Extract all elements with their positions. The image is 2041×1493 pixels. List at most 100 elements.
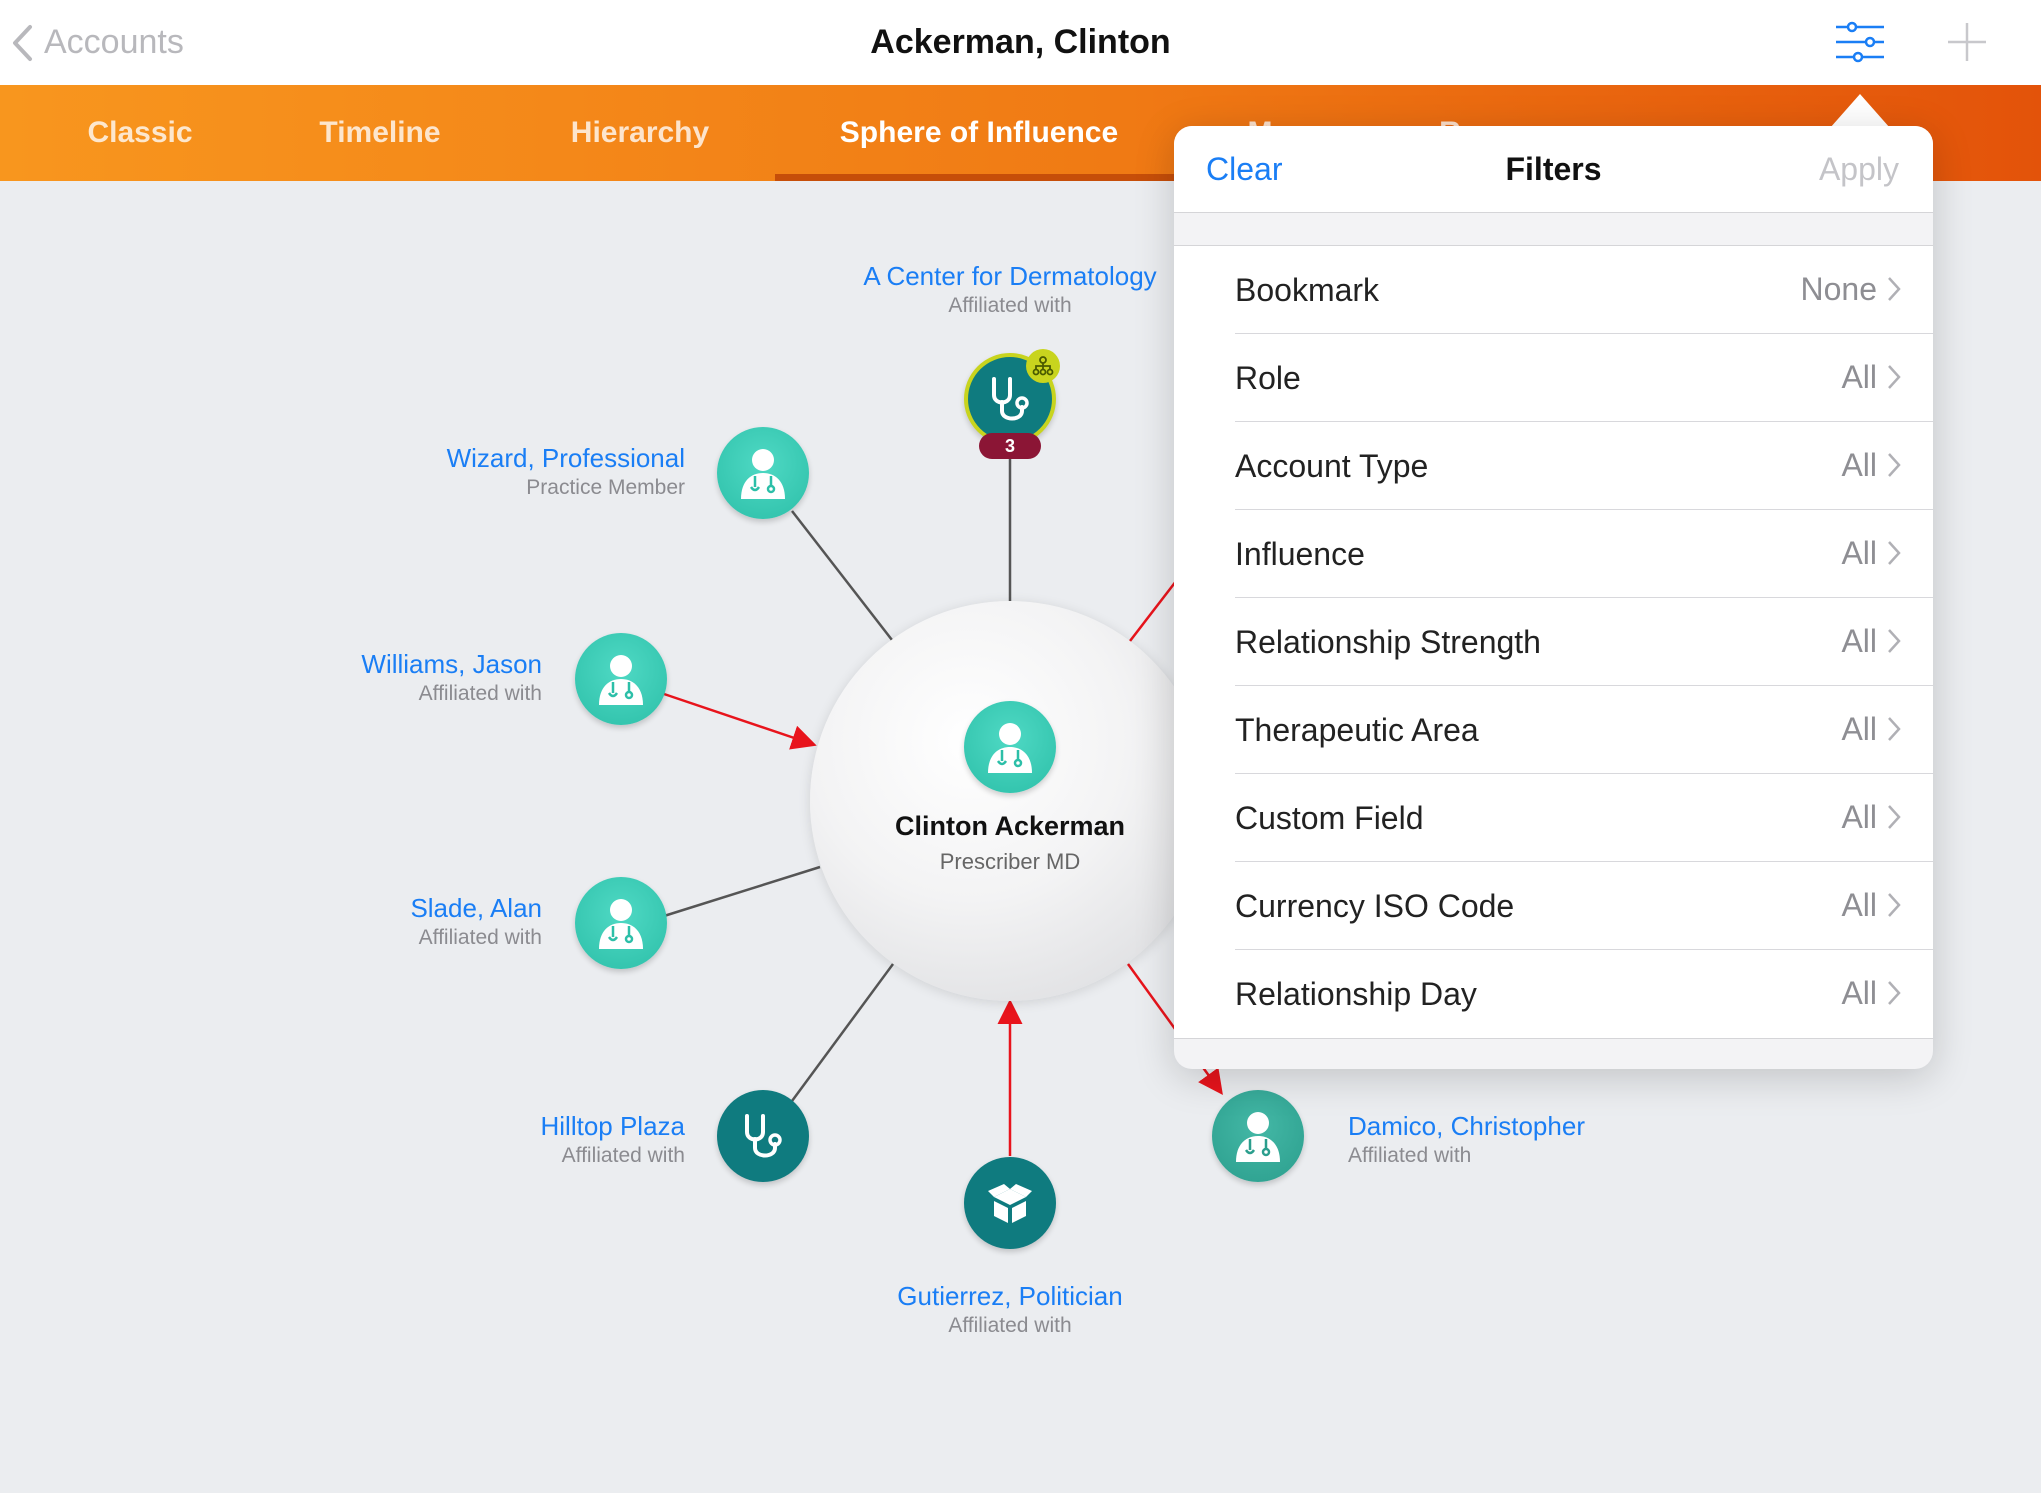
filter-label: Relationship Day — [1235, 976, 1477, 1012]
stethoscope-icon — [745, 1114, 782, 1158]
doctor-icon — [599, 655, 643, 705]
doctor-icon — [988, 723, 1032, 773]
row-divider — [1235, 949, 1933, 950]
tab-classic[interactable]: Classic — [87, 116, 193, 149]
tab-timeline[interactable]: Timeline — [319, 116, 441, 149]
row-divider — [1235, 597, 1933, 598]
node-name[interactable]: Gutierrez, Politician — [897, 1281, 1123, 1311]
filter-sliders-icon — [1836, 21, 1884, 63]
filters-popover: Clear Filters Apply Bookmark None Role A… — [1174, 126, 1933, 1069]
chevron-right-icon — [1888, 893, 1901, 917]
filter-label: Therapeutic Area — [1235, 712, 1479, 748]
filter-row-account-type[interactable]: Account Type All — [1174, 422, 1933, 510]
filter-button[interactable] — [1830, 17, 1890, 67]
chevron-right-icon — [1888, 365, 1901, 389]
line-hilltop — [790, 963, 895, 1102]
filter-value-text: All — [1841, 975, 1877, 1011]
node-role: Affiliated with — [948, 294, 1072, 317]
apply-button[interactable]: Apply — [1818, 151, 1899, 187]
tab-hierarchy[interactable]: Hierarchy — [570, 116, 710, 149]
line-hidden-right — [1129, 575, 1181, 642]
back-button[interactable]: Accounts — [10, 0, 184, 85]
box-icon — [988, 1184, 1032, 1223]
node-label-hilltop: Hilltop Plaza Affiliated with — [385, 1111, 685, 1168]
filter-list: Bookmark None Role All Account Type All … — [1174, 245, 1933, 1039]
node-label-wizard: Wizard, Professional Practice Member — [385, 443, 685, 500]
filter-value: All — [1841, 598, 1901, 684]
node-role: Affiliated with — [948, 1314, 1072, 1337]
filter-label: Custom Field — [1235, 800, 1424, 836]
filter-value: All — [1841, 862, 1901, 948]
tab-sphere-of-influence[interactable]: Sphere of Influence — [775, 85, 1183, 181]
filter-value: None — [1801, 246, 1902, 332]
node-role: Affiliated with — [1348, 1144, 1472, 1167]
filter-label: Account Type — [1235, 448, 1429, 484]
filter-row-bookmark[interactable]: Bookmark None — [1174, 246, 1933, 334]
row-divider — [1235, 685, 1933, 686]
node-name[interactable]: A Center for Dermatology — [863, 261, 1157, 291]
filter-row-role[interactable]: Role All — [1174, 334, 1933, 422]
filter-label: Role — [1235, 360, 1301, 396]
hierarchy-icon — [1032, 356, 1054, 376]
filter-value-text: All — [1841, 359, 1877, 395]
chevron-right-icon — [1888, 541, 1901, 565]
center-hub[interactable]: Clinton Ackerman Prescriber MD — [810, 601, 1210, 1001]
popover-arrow — [1830, 94, 1890, 128]
filter-row-therapeutic-area[interactable]: Therapeutic Area All — [1174, 686, 1933, 774]
back-label: Accounts — [44, 23, 184, 61]
node-hilltop[interactable] — [717, 1090, 809, 1182]
node-label-dermatology: A Center for Dermatology Affiliated with — [860, 261, 1160, 318]
filter-row-relationship-day[interactable]: Relationship Day All — [1174, 950, 1933, 1038]
chevron-right-icon — [1888, 277, 1901, 301]
node-name[interactable]: Hilltop Plaza — [540, 1111, 685, 1141]
filter-label: Relationship Strength — [1235, 624, 1541, 660]
filter-value: All — [1841, 950, 1901, 1036]
filter-value-text: All — [1841, 447, 1877, 483]
chevron-right-icon — [1888, 717, 1901, 741]
filter-row-currency-iso-code[interactable]: Currency ISO Code All — [1174, 862, 1933, 950]
connection-lines — [663, 443, 1223, 1156]
hub-subtitle: Prescriber MD — [939, 849, 1081, 874]
filter-row-custom-field[interactable]: Custom Field All — [1174, 774, 1933, 862]
filter-label: Bookmark — [1235, 272, 1380, 308]
node-gutierrez[interactable] — [964, 1157, 1056, 1249]
row-divider — [1235, 773, 1933, 774]
node-role: Affiliated with — [561, 1144, 685, 1167]
filter-value-text: All — [1841, 799, 1877, 835]
row-divider — [1235, 509, 1933, 510]
filter-value-text: None — [1800, 271, 1878, 307]
line-slade — [663, 865, 821, 918]
node-name[interactable]: Wizard, Professional — [446, 443, 685, 473]
count-badge: 3 — [979, 433, 1041, 459]
page-title: Ackerman, Clinton — [870, 23, 1171, 61]
plus-icon — [1948, 23, 1986, 61]
chevron-right-icon — [1888, 453, 1901, 477]
clear-button[interactable]: Clear — [1206, 151, 1283, 187]
node-name[interactable]: Slade, Alan — [410, 893, 542, 923]
node-williams[interactable] — [575, 633, 667, 725]
node-slade[interactable] — [575, 877, 667, 969]
nav-bar: Accounts Ackerman, Clinton — [0, 0, 2041, 85]
node-damico[interactable] — [1212, 1090, 1304, 1182]
add-button[interactable] — [1942, 17, 1992, 67]
chevron-left-icon — [13, 24, 32, 61]
line-williams — [663, 692, 817, 750]
filter-value: All — [1841, 774, 1901, 860]
hub-avatar — [964, 701, 1056, 793]
filter-label: Currency ISO Code — [1235, 888, 1515, 924]
doctor-icon — [599, 899, 643, 949]
row-divider — [1235, 333, 1933, 334]
node-name[interactable]: Damico, Christopher — [1348, 1111, 1585, 1141]
popover-header: Clear Filters Apply — [1174, 126, 1933, 213]
node-wizard[interactable] — [717, 427, 809, 519]
doctor-icon — [741, 449, 785, 499]
node-role: Affiliated with — [418, 926, 542, 949]
filter-row-relationship-strength[interactable]: Relationship Strength All — [1174, 598, 1933, 686]
node-label-slade: Slade, Alan Affiliated with — [242, 893, 542, 950]
node-role: Affiliated with — [418, 682, 542, 705]
filter-value: All — [1841, 334, 1901, 420]
filter-value-text: All — [1841, 887, 1877, 923]
node-name[interactable]: Williams, Jason — [361, 649, 542, 679]
filter-row-influence[interactable]: Influence All — [1174, 510, 1933, 598]
row-divider — [1235, 861, 1933, 862]
